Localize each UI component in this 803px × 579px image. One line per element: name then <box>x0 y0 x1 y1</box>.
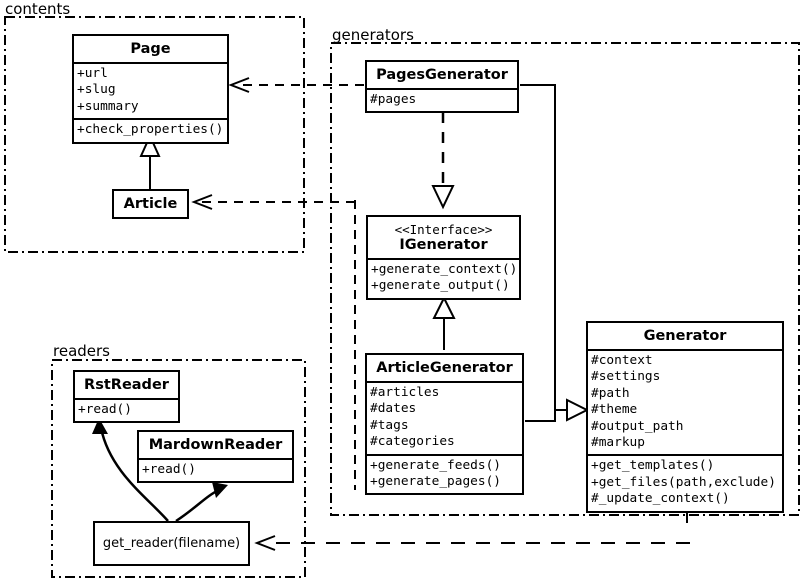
class-attributes-generator: #context #settings #path #theme #output_… <box>588 349 782 454</box>
class-title-page: Page <box>130 41 171 57</box>
class-box-page[interactable]: Page +url +slug +summary +check_properti… <box>72 34 229 144</box>
method-row: +read() <box>142 462 196 477</box>
attribute-row: #context <box>591 353 653 368</box>
method-row: +get_templates() <box>591 458 715 474</box>
method-row: +generate_pages() <box>370 474 501 490</box>
class-box-pages-generator[interactable]: PagesGenerator #pages <box>365 60 519 114</box>
class-methods-mardown-reader: +read() <box>139 458 292 481</box>
method-row: +read() <box>78 402 132 417</box>
class-title-generator: Generator <box>643 328 727 344</box>
class-title-pages-generator: PagesGenerator <box>376 67 508 83</box>
class-attributes-pages-generator: #pages <box>367 88 517 111</box>
class-box-generator[interactable]: Generator #context #settings #path #them… <box>586 321 784 513</box>
edge-pagesgenerator-to-generator <box>520 84 570 411</box>
attribute-row: +url <box>77 66 108 81</box>
class-box-article[interactable]: Article <box>112 189 189 219</box>
arrowhead-getreader-mardownreader <box>212 482 228 498</box>
class-title-article-generator: ArticleGenerator <box>376 360 513 376</box>
method-row: +generate_output() <box>371 278 510 294</box>
arrowhead-dependency-getreader <box>254 535 276 551</box>
arrowhead-dependency-page <box>228 77 250 93</box>
class-attributes-page: +url +slug +summary <box>74 62 227 118</box>
arrowhead-generalization-igenerator <box>432 295 456 319</box>
class-title-igenerator: <<Interface>> IGenerator <box>368 217 519 258</box>
package-label-readers: readers <box>53 342 110 360</box>
edge-getreader-to-mardownreader <box>175 488 220 523</box>
edge-articlegenerator-to-generator <box>525 410 556 422</box>
attribute-row: +slug <box>77 82 116 98</box>
class-title-rst-reader: RstReader <box>84 377 169 393</box>
arrowhead-realization-igenerator <box>431 185 455 210</box>
attribute-row: #dates <box>370 401 417 417</box>
package-label-generators: generators <box>332 26 414 44</box>
attribute-row: #path <box>591 385 630 401</box>
attribute-row: #theme <box>591 402 638 418</box>
class-methods-page: +check_properties() <box>74 118 227 141</box>
arrowhead-dependency-article <box>191 194 213 210</box>
attribute-row: #markup <box>591 435 645 451</box>
method-row: +generate_context() <box>371 262 518 277</box>
class-stereotype-igenerator: <<Interface>> <box>394 222 493 237</box>
function-box-get-reader[interactable]: get_reader(filename) <box>93 521 250 566</box>
class-methods-rst-reader: +read() <box>75 398 178 421</box>
class-methods-igenerator: +generate_context() +generate_output() <box>368 258 519 298</box>
class-methods-article-generator: +generate_feeds() +generate_pages() <box>367 453 522 494</box>
method-row: #_update_context() <box>591 491 730 507</box>
attribute-row: #tags <box>370 417 409 433</box>
attribute-row: #output_path <box>591 418 684 434</box>
class-box-mardown-reader[interactable]: MardownReader +read() <box>137 430 294 484</box>
class-title-article: Article <box>123 196 178 212</box>
method-row: +check_properties() <box>77 122 224 138</box>
function-label-get-reader: get_reader(filename) <box>102 536 241 551</box>
class-name-igenerator: IGenerator <box>399 237 488 253</box>
method-row: +generate_feeds() <box>370 457 501 473</box>
attribute-row: #articles <box>370 385 440 400</box>
package-label-contents: contents <box>5 0 71 18</box>
class-box-igenerator[interactable]: <<Interface>> IGenerator +generate_conte… <box>366 215 521 300</box>
arrowhead-generalization-generator <box>566 398 590 422</box>
class-methods-generator: +get_templates() +get_files(path,exclude… <box>588 454 782 510</box>
attribute-row: #categories <box>370 434 455 450</box>
attribute-row: #pages <box>370 92 417 107</box>
method-row: +get_files(path,exclude) <box>591 474 776 490</box>
class-box-rst-reader[interactable]: RstReader +read() <box>73 370 180 424</box>
attribute-row: #settings <box>591 369 661 385</box>
attribute-row: +summary <box>77 98 139 114</box>
class-box-article-generator[interactable]: ArticleGenerator #articles #dates #tags … <box>365 353 524 496</box>
class-attributes-article-generator: #articles #dates #tags #categories <box>367 381 522 454</box>
class-title-mardown-reader: MardownReader <box>148 437 283 453</box>
